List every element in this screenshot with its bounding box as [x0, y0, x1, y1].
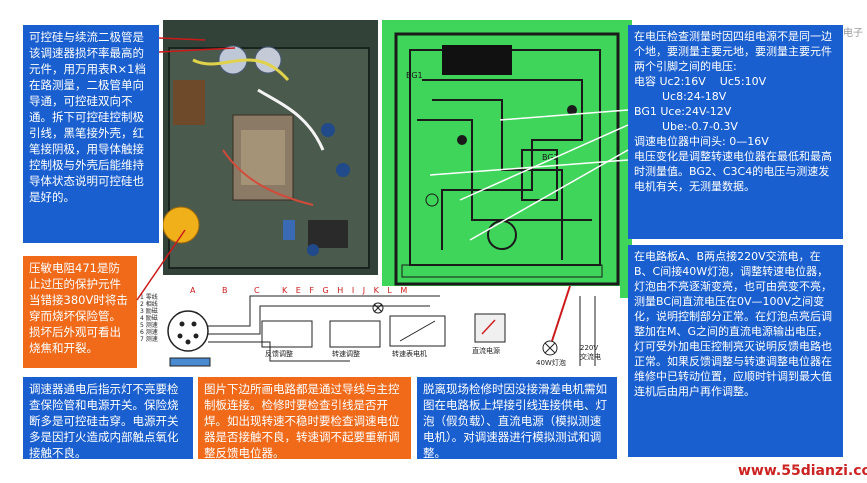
note-voltage-measurement: 在电压检查测量时因四组电源不是同一边个地，要测量主要元地，要测量主要元件两个引脚… [628, 25, 843, 239]
terminal-labels-e-m: K E F G H I J K L M [282, 286, 411, 295]
note-indicator-lamp: 调速器通电后指示灯不亮要检查保险管和电源开关。保险烧断多是可控硅击穿。电源开关多… [23, 377, 193, 459]
note-wiring-check: 图片下边所画电路都是通过导线与主控制板连接。检修时要检查引线是否开焊。如出现转速… [198, 377, 411, 459]
note-simulated-test: 脱离现场检修时因没接滑差电机需如图在电路板上焊接引线连接供电、灯泡（假负载）、直… [417, 377, 617, 459]
pcb-layout-diagram: BG1 BG2 [382, 20, 632, 298]
wiring-diagram: 1 零线 2 相线 3 励磁 4 励磁 5 测速 6 测速 7 测速 反馈调整 … [140, 285, 620, 374]
corner-watermark: 电子 [843, 28, 863, 39]
label-speed-meter: 转速表电机 [392, 350, 427, 358]
plug-legend: 1 零线 2 相线 3 励磁 4 励磁 5 测速 6 测速 7 测速 [140, 294, 158, 343]
label-speed-pot: 转速调整 [332, 350, 360, 358]
terminal-labels-abc: A B C [190, 286, 272, 295]
label-dc-source: 直流电源 [472, 347, 500, 355]
label-lamp: 40W灯泡 [536, 359, 566, 367]
label-ac: 220V 交流电 [580, 344, 601, 361]
controller-board-photo [163, 20, 378, 275]
note-scr-diode: 可控硅与续流二极管是该调速器损坏率最高的元件，用万用表R×1档在路测量，二极管单… [23, 25, 159, 243]
note-test-procedure: 在电路板A、B两点接220V交流电，在B、C间接40W灯泡，调整转速电位器，灯泡… [628, 245, 843, 457]
site-watermark: www.55dianzi.com [738, 463, 867, 479]
label-feedback-pot: 反馈调整 [265, 350, 293, 358]
note-varistor: 压敏电阻471是防止过压的保护元件当错接380V时将击穿而烧坏保险管。损坏后外观… [23, 256, 137, 368]
svg-text:BG1: BG1 [406, 71, 423, 80]
svg-text:BG2: BG2 [542, 153, 559, 162]
